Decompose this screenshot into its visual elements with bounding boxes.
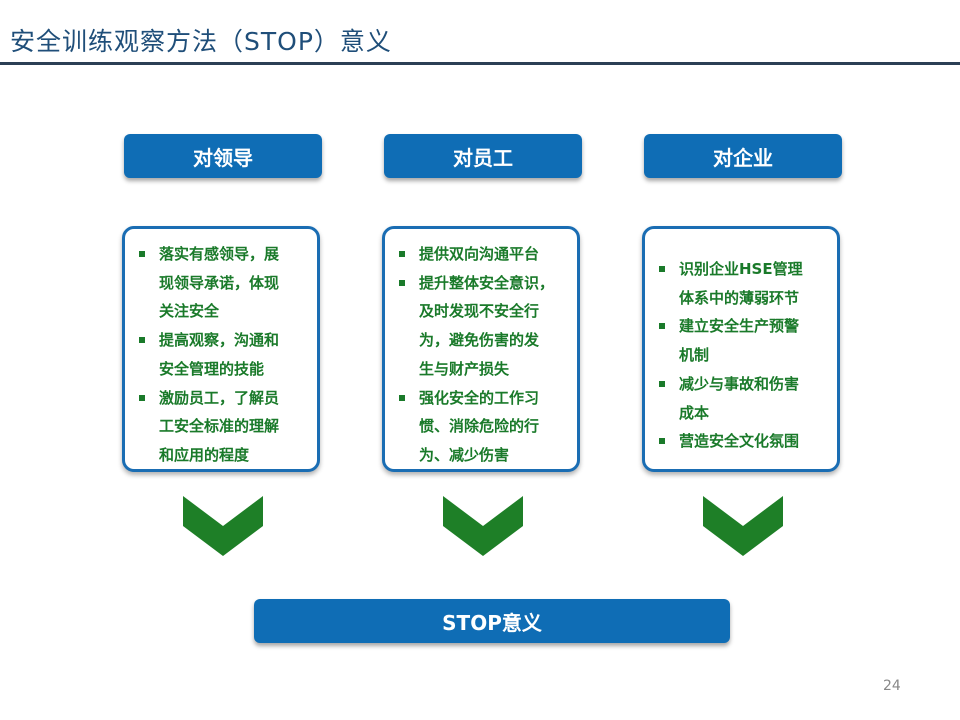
content-box-leader: 落实有感领导，展 现领导承诺，体现 关注安全 提高观察，沟通和 安全管理的技能 … xyxy=(122,226,320,472)
square-bullet-icon xyxy=(139,394,145,401)
header-leader: 对领导 xyxy=(124,134,322,178)
chevron-down-icon xyxy=(703,496,783,556)
list-item: 提高观察，沟通和 安全管理的技能 xyxy=(137,326,309,383)
square-bullet-icon xyxy=(659,266,665,272)
list-enterprise: 识别企业HSE管理 体系中的薄弱环节 建立安全生产预警 机制 减少与事故和伤害 … xyxy=(657,255,829,456)
square-bullet-icon xyxy=(399,279,405,286)
content-box-enterprise: 识别企业HSE管理 体系中的薄弱环节 建立安全生产预警 机制 减少与事故和伤害 … xyxy=(642,226,840,472)
stop-significance-box: STOP意义 xyxy=(254,599,730,643)
list-item: 落实有感领导，展 现领导承诺，体现 关注安全 xyxy=(137,240,309,326)
square-bullet-icon xyxy=(399,251,405,257)
square-bullet-icon xyxy=(659,438,665,445)
list-item: 建立安全生产预警 机制 xyxy=(657,312,829,369)
list-item: 提升整体安全意识， 及时发现不安全行 为，避免伤害的发 生与财产损失 xyxy=(397,269,569,384)
title-divider xyxy=(0,62,960,65)
list-item: 激励员工，了解员 工安全标准的理解 和应用的程度 xyxy=(137,384,309,470)
list-item: 营造安全文化氛围 xyxy=(657,427,829,456)
square-bullet-icon xyxy=(659,323,665,330)
list-leader: 落实有感领导，展 现领导承诺，体现 关注安全 提高观察，沟通和 安全管理的技能 … xyxy=(137,240,309,470)
list-item: 识别企业HSE管理 体系中的薄弱环节 xyxy=(657,255,829,312)
page-number: 24 xyxy=(883,678,901,694)
square-bullet-icon xyxy=(139,251,145,257)
list-item: 强化安全的工作习 惯、消除危险的行 为、减少伤害 xyxy=(397,384,569,470)
square-bullet-icon xyxy=(659,380,665,387)
content-box-employee: 提供双向沟通平台 提升整体安全意识， 及时发现不安全行 为，避免伤害的发 生与财… xyxy=(382,226,580,472)
chevron-down-icon xyxy=(443,496,523,556)
chevron-down-icon xyxy=(183,496,263,556)
list-employee: 提供双向沟通平台 提升整体安全意识， 及时发现不安全行 为，避免伤害的发 生与财… xyxy=(397,240,569,470)
square-bullet-icon xyxy=(139,337,145,344)
list-item: 减少与事故和伤害 成本 xyxy=(657,370,829,427)
square-bullet-icon xyxy=(399,394,405,401)
header-enterprise: 对企业 xyxy=(644,134,842,178)
page-title: 安全训练观察方法（STOP）意义 xyxy=(10,27,392,56)
header-employee: 对员工 xyxy=(384,134,582,178)
list-item: 提供双向沟通平台 xyxy=(397,240,569,269)
